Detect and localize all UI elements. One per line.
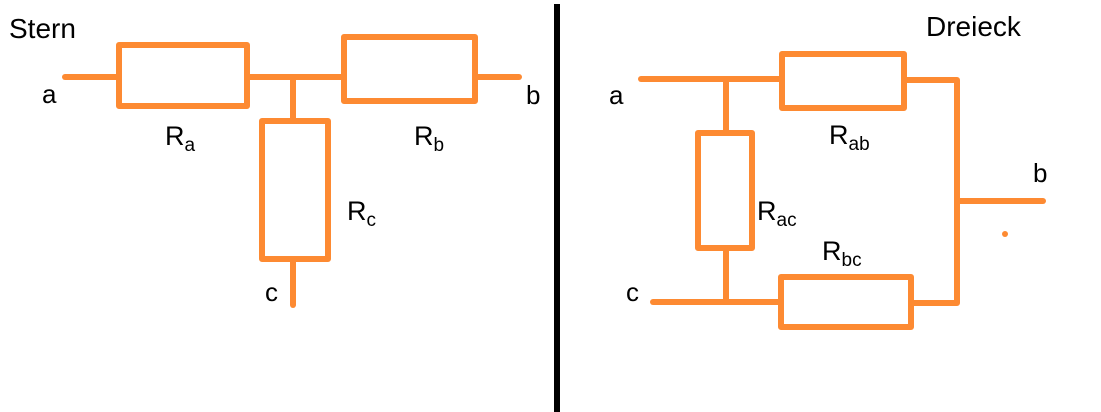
label-ra-main: R	[165, 121, 185, 151]
label-rac-sub: ac	[777, 210, 797, 231]
delta-circuit: Dreieck a b c Rab Rac Rbc	[609, 11, 1047, 330]
label-ra-sub: a	[185, 135, 196, 156]
label-rb-sub: b	[434, 135, 445, 156]
label-rac-main: R	[757, 196, 777, 226]
resistor-rc	[259, 118, 331, 262]
delta-wire-right-loop	[901, 77, 960, 306]
label-rab: Rab	[829, 120, 870, 155]
star-circuit: Stern a b c Ra Rb Rc	[9, 13, 540, 308]
stray-dot	[1002, 231, 1008, 237]
label-rbc-sub: bc	[842, 250, 862, 271]
label-rab-main: R	[829, 120, 849, 150]
label-rc-main: R	[347, 196, 367, 226]
delta-node-c-label: c	[626, 277, 639, 307]
label-rc-sub: c	[367, 210, 377, 231]
resistor-rb	[341, 34, 478, 104]
label-ra: Ra	[165, 121, 196, 156]
label-rac: Rac	[757, 196, 797, 231]
resistor-rab	[779, 51, 907, 111]
resistor-ra	[116, 42, 250, 109]
delta-title: Dreieck	[926, 11, 1022, 42]
label-rbc-main: R	[822, 236, 842, 266]
delta-node-a-label: a	[609, 80, 624, 110]
star-node-a-label: a	[42, 79, 57, 109]
label-rbc: Rbc	[822, 236, 862, 271]
star-node-b-label: b	[526, 80, 540, 110]
delta-node-b-label: b	[1033, 158, 1047, 188]
resistor-rbc	[778, 274, 914, 330]
star-title: Stern	[9, 13, 76, 44]
label-rb-main: R	[414, 121, 434, 151]
star-node-c-label: c	[265, 277, 278, 307]
label-rb: Rb	[414, 121, 444, 156]
label-rab-sub: ab	[849, 134, 870, 155]
resistor-rac	[695, 130, 755, 251]
label-rc: Rc	[347, 196, 376, 231]
